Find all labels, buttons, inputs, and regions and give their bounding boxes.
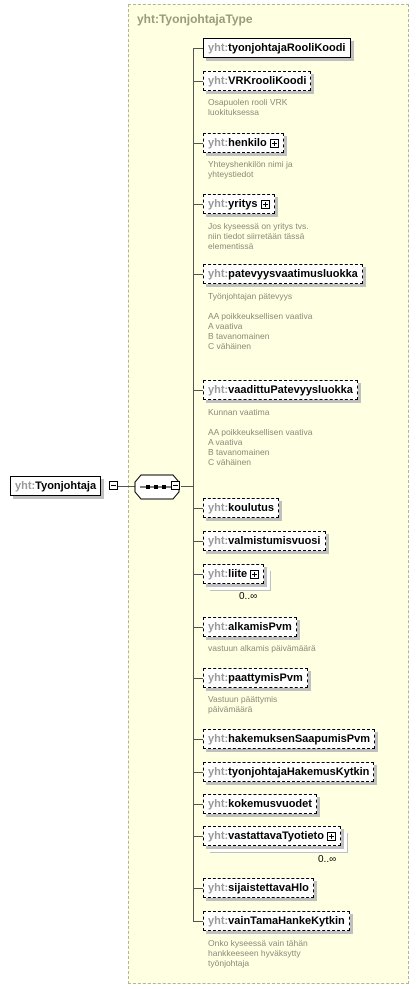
root-element[interactable]: yht:Tyonjohtaja bbox=[10, 476, 102, 496]
element-name: liite bbox=[228, 568, 248, 580]
root-collapse-icon[interactable] bbox=[109, 481, 118, 490]
element-alkamisPvm[interactable]: yht:alkamisPvm bbox=[203, 617, 297, 637]
element-sijaistettavaHlo[interactable]: yht:sijaistettavaHlo bbox=[203, 878, 314, 898]
element-prefix: yht: bbox=[208, 672, 229, 684]
branch-4 bbox=[193, 274, 203, 275]
element-prefix: yht: bbox=[208, 535, 229, 547]
element-description: vastuun alkamis päivämäärä bbox=[208, 643, 316, 653]
element-name: tyonjohtajaRooliKoodi bbox=[228, 42, 346, 54]
root-prefix: yht: bbox=[15, 480, 36, 492]
branch-7 bbox=[193, 541, 203, 542]
element-tyonjohtajaRooliKoodi[interactable]: yht:tyonjohtajaRooliKoodi bbox=[203, 38, 351, 58]
expand-icon[interactable] bbox=[260, 199, 270, 209]
element-description: Onko kyseessä vain tähän hankkeeseen hyv… bbox=[208, 938, 308, 968]
root-connector bbox=[118, 486, 136, 487]
element-name: vaadittuPatevyysluokka bbox=[228, 384, 353, 396]
element-prefix: yht: bbox=[208, 915, 229, 927]
element-henkilo[interactable]: yht:henkilo bbox=[203, 133, 284, 153]
sequence-collapse-icon[interactable] bbox=[171, 481, 180, 490]
element-name: sijaistettavaHlo bbox=[228, 882, 309, 894]
element-name: vastattavaTyotieto bbox=[228, 830, 324, 842]
branch-11 bbox=[193, 739, 203, 740]
element-prefix: yht: bbox=[208, 830, 229, 842]
branch-13 bbox=[193, 804, 203, 805]
branch-2 bbox=[193, 143, 203, 144]
branch-3 bbox=[193, 204, 203, 205]
branch-8 bbox=[193, 574, 203, 575]
element-patevyysvaatimusluokka[interactable]: yht:patevyysvaatimusluokka bbox=[203, 264, 363, 284]
sequence-trunk bbox=[193, 48, 194, 921]
branch-6 bbox=[193, 508, 203, 509]
element-name: kokemusvuodet bbox=[228, 798, 312, 810]
element-prefix: yht: bbox=[208, 568, 229, 580]
branch-0 bbox=[193, 48, 203, 49]
element-prefix: yht: bbox=[208, 798, 229, 810]
element-name: yritys bbox=[228, 198, 258, 210]
element-kokemusvuodet[interactable]: yht:kokemusvuodet bbox=[203, 794, 317, 814]
element-prefix: yht: bbox=[208, 502, 229, 514]
element-name: vainTamaHankeKytkin bbox=[228, 915, 345, 927]
element-description: Yhteyshenkilön nimi ja yhteystiedot bbox=[208, 159, 293, 179]
element-description: Kunnan vaatima AA poikkeuksellisen vaati… bbox=[208, 407, 313, 467]
element-prefix: yht: bbox=[208, 621, 229, 633]
branch-16 bbox=[193, 921, 203, 922]
element-vaadittuPatevyysluokka[interactable]: yht:vaadittuPatevyysluokka bbox=[203, 380, 358, 400]
element-vainTamaHankeKytkin[interactable]: yht:vainTamaHankeKytkin bbox=[203, 911, 350, 931]
element-liite[interactable]: yht:liite bbox=[203, 564, 265, 584]
element-name: valmistumisvuosi bbox=[228, 535, 321, 547]
branch-14 bbox=[193, 836, 203, 837]
element-koulutus[interactable]: yht:koulutus bbox=[203, 498, 280, 518]
branch-10 bbox=[193, 678, 203, 679]
expand-icon[interactable] bbox=[269, 138, 279, 148]
element-description: Vastuun päättymis päivämäärä bbox=[208, 694, 278, 714]
element-prefix: yht: bbox=[208, 42, 229, 54]
element-description: Jos kyseessä on yritys tvs. niin tiedot … bbox=[208, 221, 309, 251]
branch-12 bbox=[193, 772, 203, 773]
element-name: VRKrooliKoodi bbox=[228, 75, 307, 87]
branch-5 bbox=[193, 390, 203, 391]
element-name: patevyysvaatimusluokka bbox=[228, 268, 358, 280]
element-prefix: yht: bbox=[208, 384, 229, 396]
element-tyonjohtajaHakemusKytkin[interactable]: yht:tyonjohtajaHakemusKytkin bbox=[203, 762, 375, 782]
element-name: hakemuksenSaapumisPvm bbox=[228, 733, 371, 745]
element-paattymisPvm[interactable]: yht:paattymisPvm bbox=[203, 668, 308, 688]
expand-icon[interactable] bbox=[250, 569, 260, 579]
branch-1 bbox=[193, 81, 203, 82]
element-name: tyonjohtajaHakemusKytkin bbox=[228, 766, 370, 778]
element-description: Osapuolen rooli VRK luokituksessa bbox=[208, 97, 288, 117]
element-VRKrooliKoodi[interactable]: yht:VRKrooliKoodi bbox=[203, 71, 312, 91]
element-name: alkamisPvm bbox=[228, 621, 292, 633]
occurrence-label: 0..∞ bbox=[318, 854, 337, 865]
element-valmistumisvuosi[interactable]: yht:valmistumisvuosi bbox=[203, 531, 326, 551]
sequence-compositor-icon bbox=[134, 474, 180, 500]
element-name: henkilo bbox=[228, 137, 267, 149]
element-prefix: yht: bbox=[208, 733, 229, 745]
expand-icon[interactable] bbox=[326, 831, 336, 841]
element-name: koulutus bbox=[228, 502, 275, 514]
element-prefix: yht: bbox=[208, 137, 229, 149]
branch-9 bbox=[193, 627, 203, 628]
branch-15 bbox=[193, 888, 203, 889]
root-name: Tyonjohtaja bbox=[35, 480, 97, 492]
element-prefix: yht: bbox=[208, 75, 229, 87]
element-hakemuksenSaapumisPvm[interactable]: yht:hakemuksenSaapumisPvm bbox=[203, 729, 376, 749]
element-prefix: yht: bbox=[208, 766, 229, 778]
element-vastattavaTyotieto[interactable]: yht:vastattavaTyotieto bbox=[203, 826, 341, 846]
occurrence-label: 0..∞ bbox=[239, 591, 258, 602]
type-title: yht:TyonjohtajaType bbox=[137, 12, 253, 26]
element-prefix: yht: bbox=[208, 268, 229, 280]
element-prefix: yht: bbox=[208, 882, 229, 894]
element-yritys[interactable]: yht:yritys bbox=[203, 194, 275, 214]
sequence-connector bbox=[181, 486, 193, 487]
element-name: paattymisPvm bbox=[228, 672, 303, 684]
element-prefix: yht: bbox=[208, 198, 229, 210]
element-description: Työnjohtajan pätevyys AA poikkeuksellise… bbox=[208, 291, 313, 351]
